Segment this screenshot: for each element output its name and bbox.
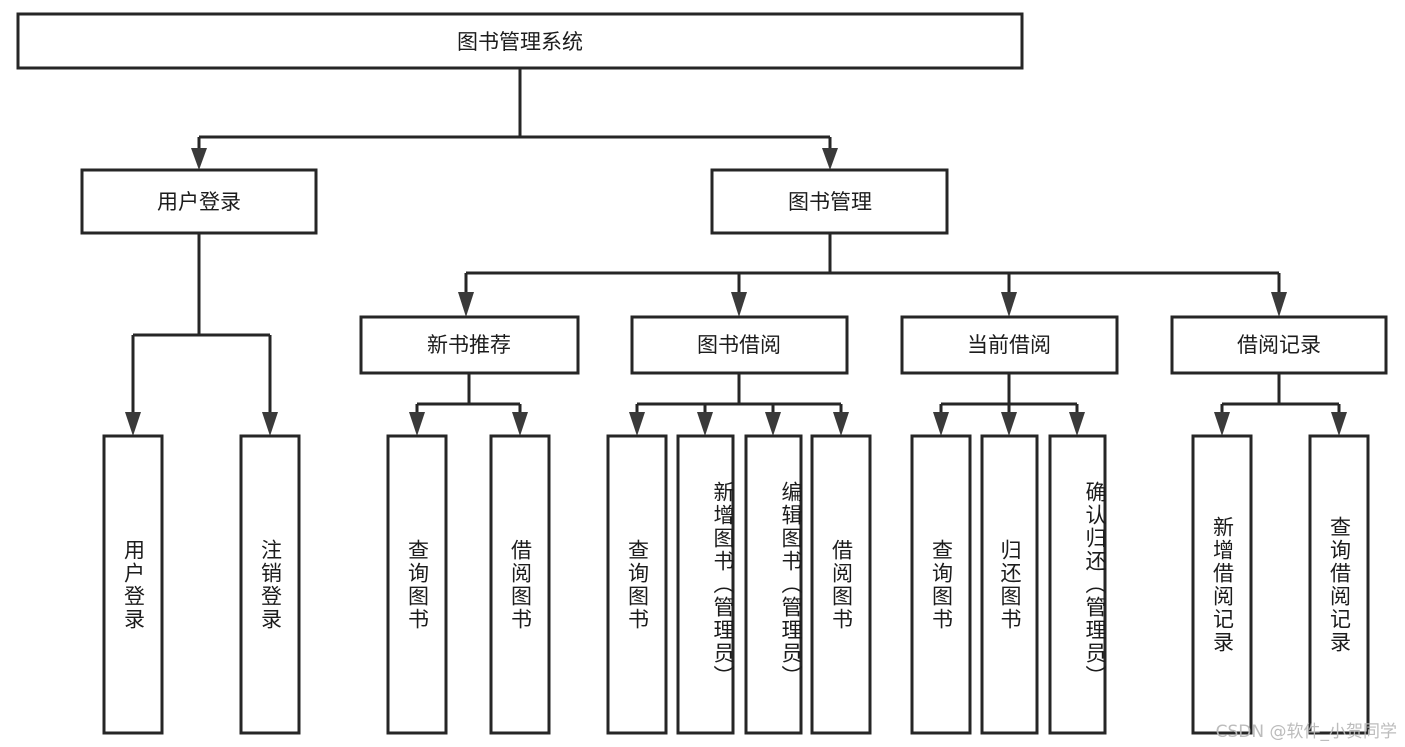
node-current-borrow-box[interactable] [900,315,1119,375]
arrow-head-leaf-return-book [1001,412,1017,436]
node-leaf-query-book-2-box[interactable] [606,434,668,735]
node-leaf-query-record-box[interactable] [1308,434,1370,735]
arrow-head-leaf-add-record [1214,412,1230,436]
arrow-head-leaf-user-logout [262,412,278,436]
connector-group-borrow-record [1214,373,1347,436]
node-book-borrow[interactable]: 图书借阅 [630,315,849,375]
arrow-head-leaf-borrow-book-1 [512,412,528,436]
node-new-book-recommend[interactable]: 新书推荐 [359,315,580,375]
node-current-borrow[interactable]: 当前借阅 [900,315,1119,375]
node-book-manage[interactable]: 图书管理 [710,168,949,235]
node-leaf-return-book-box[interactable] [980,434,1039,735]
arrow-head-user-login [191,148,207,170]
arrow-head-leaf-add-book [697,412,713,436]
arrow-head-new-book-recommend [458,292,474,317]
node-leaf-query-book-1-box[interactable] [386,434,448,735]
node-leaf-add-record-box[interactable] [1191,434,1253,735]
node-borrow-record-box[interactable] [1170,315,1388,375]
arrow-head-leaf-query-record [1331,412,1347,436]
arrow-head-leaf-query-book-2 [629,412,645,436]
node-book-borrow-label: 图书借阅 [697,333,781,357]
connector-group-current-borrow [933,373,1085,436]
node-book-manage-box[interactable] [710,168,949,235]
arrow-head-borrow-record [1271,292,1287,317]
node-user-login[interactable]: 用户登录 [80,168,318,235]
connector-group-user-login [125,233,278,436]
node-root[interactable]: 图书管理系统 [16,12,1024,70]
node-current-borrow-label: 当前借阅 [967,333,1051,357]
node-leaf-borrow-book-2-box[interactable] [810,434,872,735]
node-leaf-user-logout-box[interactable] [239,434,301,735]
node-new-book-recommend-box[interactable] [359,315,580,375]
arrow-head-leaf-query-book-1 [409,412,425,436]
arrow-head-leaf-edit-book [765,412,781,436]
node-leaf-add-book-box[interactable] [676,434,735,735]
node-user-login-box[interactable] [80,168,318,235]
node-user-login-label: 用户登录 [157,190,241,214]
node-leaf-user-login-box[interactable] [102,434,164,735]
node-leaf-edit-book-box[interactable] [744,434,803,735]
node-leaf-confirm-return-box[interactable] [1048,434,1107,735]
node-book-manage-label: 图书管理 [788,190,872,214]
arrow-head-book-borrow [731,292,747,317]
connector-group-new-book-recommend [409,373,528,436]
node-book-borrow-box[interactable] [630,315,849,375]
node-root-box[interactable] [16,12,1024,70]
arrow-head-leaf-borrow-book-2 [833,412,849,436]
node-borrow-record-label: 借阅记录 [1237,333,1321,357]
node-root-label: 图书管理系统 [457,30,583,54]
node-leaf-query-book-3-box[interactable] [910,434,972,735]
arrow-head-current-borrow [1001,292,1017,317]
arrow-head-book-manage [822,148,838,170]
connector-group-book-borrow [629,373,849,436]
csdn-watermark: CSDN @软件_小贺同学 [1215,722,1397,742]
connector-group-book-manage [458,233,1287,317]
arrow-head-leaf-confirm-return [1069,412,1085,436]
node-borrow-record[interactable]: 借阅记录 [1170,315,1388,375]
node-new-book-recommend-label: 新书推荐 [427,333,511,357]
connector-group-root [191,68,838,170]
node-leaf-borrow-book-1-box[interactable] [489,434,551,735]
arrow-head-leaf-query-book-3 [933,412,949,436]
arrow-head-leaf-user-login [125,412,141,436]
